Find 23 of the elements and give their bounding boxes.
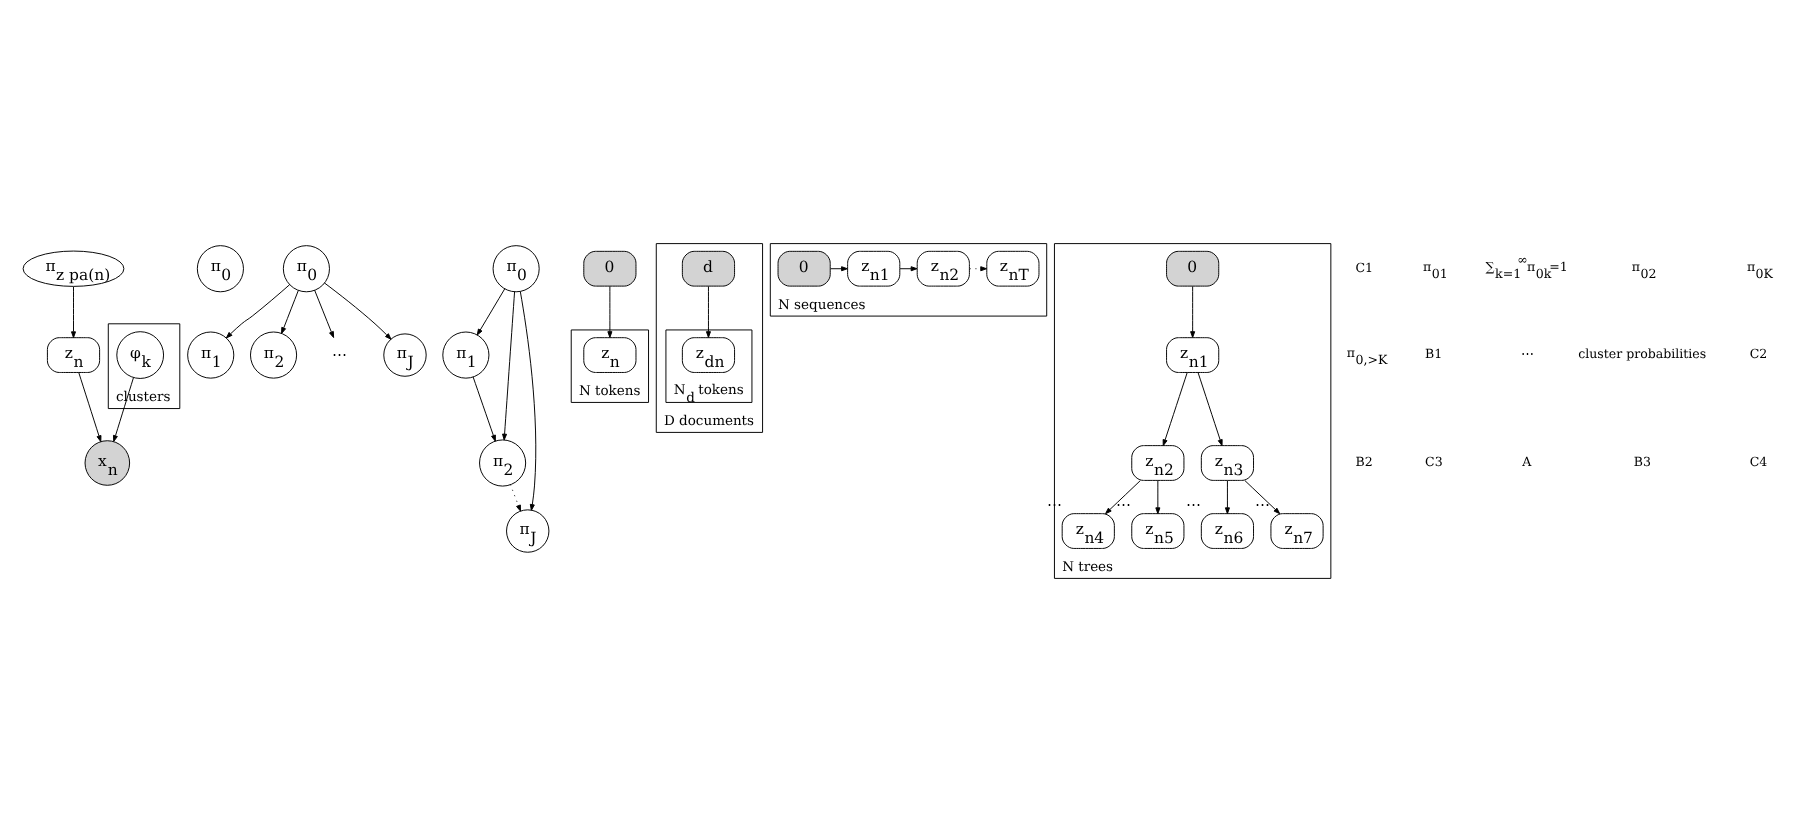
arrow	[323, 281, 392, 339]
arrow	[281, 289, 299, 333]
arrow	[225, 283, 291, 338]
arrow	[509, 483, 521, 511]
arrow	[78, 371, 102, 442]
arrow	[607, 284, 613, 337]
arrow	[1162, 371, 1188, 446]
arrow	[1224, 479, 1230, 514]
arrow	[1190, 284, 1196, 337]
arrow	[113, 376, 134, 441]
arrow	[71, 285, 76, 338]
arrow	[899, 265, 918, 271]
arrow	[1244, 479, 1281, 514]
arrow	[314, 288, 335, 338]
arrow	[1155, 479, 1161, 514]
arrow	[476, 287, 506, 335]
arrow	[1197, 371, 1223, 446]
arrow	[502, 290, 516, 440]
arrow	[472, 375, 496, 441]
arrow	[830, 265, 848, 271]
arrow	[519, 290, 537, 510]
arrow	[705, 284, 711, 337]
arrow	[1105, 479, 1141, 514]
